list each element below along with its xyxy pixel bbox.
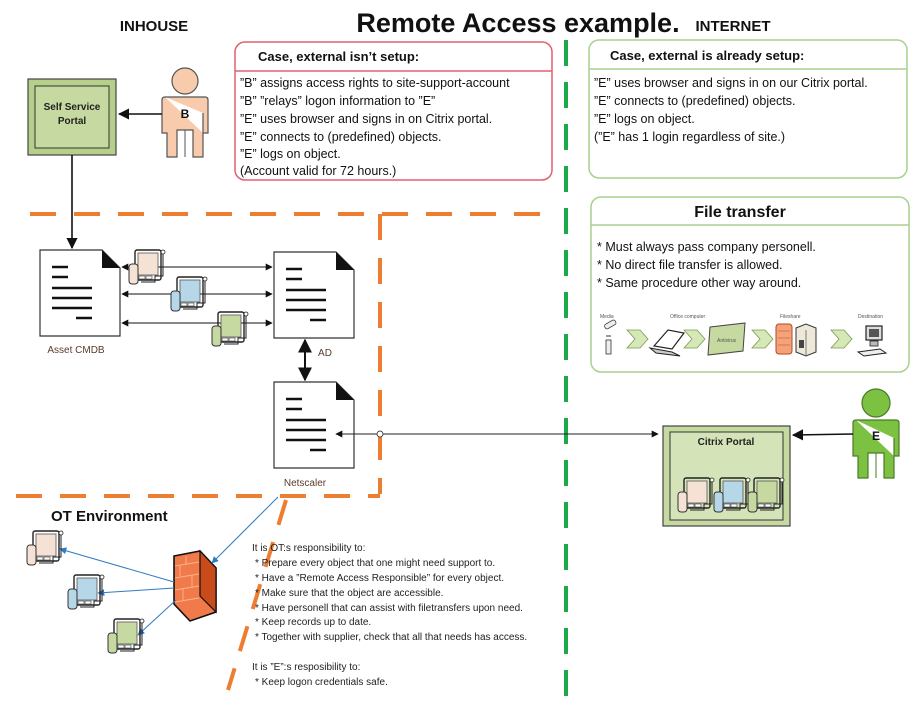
case-not-setup-line: ”B” ”relays” logon information to ”E” <box>240 94 435 108</box>
e-responsibility-heading: It is ”E”:s resposibility to: <box>252 662 360 673</box>
device-icon <box>211 311 249 347</box>
inhouse-boundary <box>16 212 552 691</box>
case-setup-box: Case, external is already setup: ”E” use… <box>588 39 908 179</box>
chevron-arrow-icon <box>830 329 853 349</box>
step-label-fileshare: Fileshare <box>780 314 801 320</box>
ot-device-icon <box>67 574 105 610</box>
chevron-arrow-icon <box>626 329 649 349</box>
connection-netscaler-firewall <box>211 496 279 564</box>
case-not-setup-line: (Account valid for 72 hours.) <box>240 164 396 178</box>
ot-responsibility-item: * Together with supplier, check that all… <box>255 632 527 643</box>
case-setup-line: ”E” connects to (predefined) objects. <box>594 94 796 108</box>
usb-stick-icon <box>604 319 617 330</box>
citrix-portal-label: Citrix Portal <box>698 437 755 448</box>
asset-cmdb-document-icon <box>38 248 122 338</box>
firewall-icon <box>173 549 217 622</box>
responsibilities-text: It is OT:s responsibility to: * Prepare … <box>252 543 527 688</box>
self-service-label: Self Service <box>44 102 101 113</box>
page-title: Remote Access example. <box>356 8 679 38</box>
ad-document-icon <box>272 250 356 340</box>
self-service-portal: Self Service Portal <box>27 78 117 156</box>
netscaler-label: Netscaler <box>284 478 327 489</box>
case-not-setup-line: ”E” uses browser and signs in on Citrix … <box>240 112 492 126</box>
case-not-setup-line: ”E” connects to (predefined) objects. <box>240 130 442 144</box>
firewall-server-icon <box>775 323 793 355</box>
asset-cmdb-label: Asset CMDB <box>47 345 105 356</box>
desktop-computer-icon <box>856 325 888 357</box>
zone-label-inhouse: INHOUSE <box>120 18 188 35</box>
step-label-media: Media <box>600 314 614 320</box>
case-setup-line: ”E” logs on object. <box>594 112 695 126</box>
file-transfer-rule: * No direct file transfer is allowed. <box>597 258 783 272</box>
step-label-destination: Destination <box>858 314 883 320</box>
file-transfer-heading: File transfer <box>694 204 786 221</box>
case-not-setup-line: ”B” assigns access rights to site-suppor… <box>240 76 510 90</box>
ot-responsibility-item: * Keep records up to date. <box>255 617 371 628</box>
ad-label: AD <box>318 348 332 359</box>
step-label-office-computer: Office computer <box>670 314 706 320</box>
ot-responsibility-heading: It is OT:s responsibility to: <box>252 543 365 554</box>
case-setup-line: ”E” uses browser and signs in on our Cit… <box>594 76 868 90</box>
laptop-icon <box>648 329 686 357</box>
file-transfer-box: File transfer * Must always pass company… <box>590 196 910 373</box>
ot-responsibility-item: * Have personell that can assist with fi… <box>255 603 523 614</box>
citrix-portal: Citrix Portal <box>662 425 791 527</box>
svg-text:Antivirus: Antivirus <box>717 338 737 344</box>
connection-firewall-device <box>59 547 175 583</box>
file-transfer-rule: * Same procedure other way around. <box>597 276 801 290</box>
self-service-label: Portal <box>58 116 87 127</box>
chevron-arrow-icon <box>751 329 774 349</box>
line-crossing-hop <box>376 430 384 438</box>
person-e-icon: E <box>852 388 900 479</box>
ot-device-icon <box>107 618 145 654</box>
chevron-arrow-icon <box>683 329 706 349</box>
person-b-icon: B <box>161 67 209 158</box>
antivirus-box: Antivirus <box>707 322 746 356</box>
file-transfer-rule: * Must always pass company personell. <box>597 240 816 254</box>
e-responsibility-item: * Keep logon credentials safe. <box>255 677 388 688</box>
ot-device-icon <box>26 530 64 566</box>
person-e-label: E <box>872 429 880 443</box>
connection-firewall-device <box>97 587 175 597</box>
ot-environment-title: OT Environment <box>51 508 168 525</box>
ot-responsibility-item: * Prepare every object that one might ne… <box>255 558 495 569</box>
ot-responsibility-item: * Have a ”Remote Access Responsible” for… <box>255 573 504 584</box>
fileshare-server-icon <box>795 323 817 357</box>
case-setup-line: (”E” has 1 login regardless of site.) <box>594 130 785 144</box>
netscaler-document-icon <box>272 380 356 470</box>
case-not-setup-line: ”E” logs on object. <box>240 147 341 161</box>
ot-responsibility-item: * Make sure that the object are accessib… <box>255 588 443 599</box>
connection-firewall-device <box>137 599 177 636</box>
arrow-e-to-citrix <box>791 429 854 441</box>
person-b-label: B <box>181 107 190 121</box>
case-not-setup-heading: Case, external isn’t setup: <box>258 49 419 64</box>
zone-label-internet: INTERNET <box>696 18 771 35</box>
case-setup-heading: Case, external is already setup: <box>610 48 804 63</box>
case-not-setup-box: Case, external isn’t setup: ”B” assigns … <box>234 41 553 181</box>
phone-icon <box>605 335 612 355</box>
